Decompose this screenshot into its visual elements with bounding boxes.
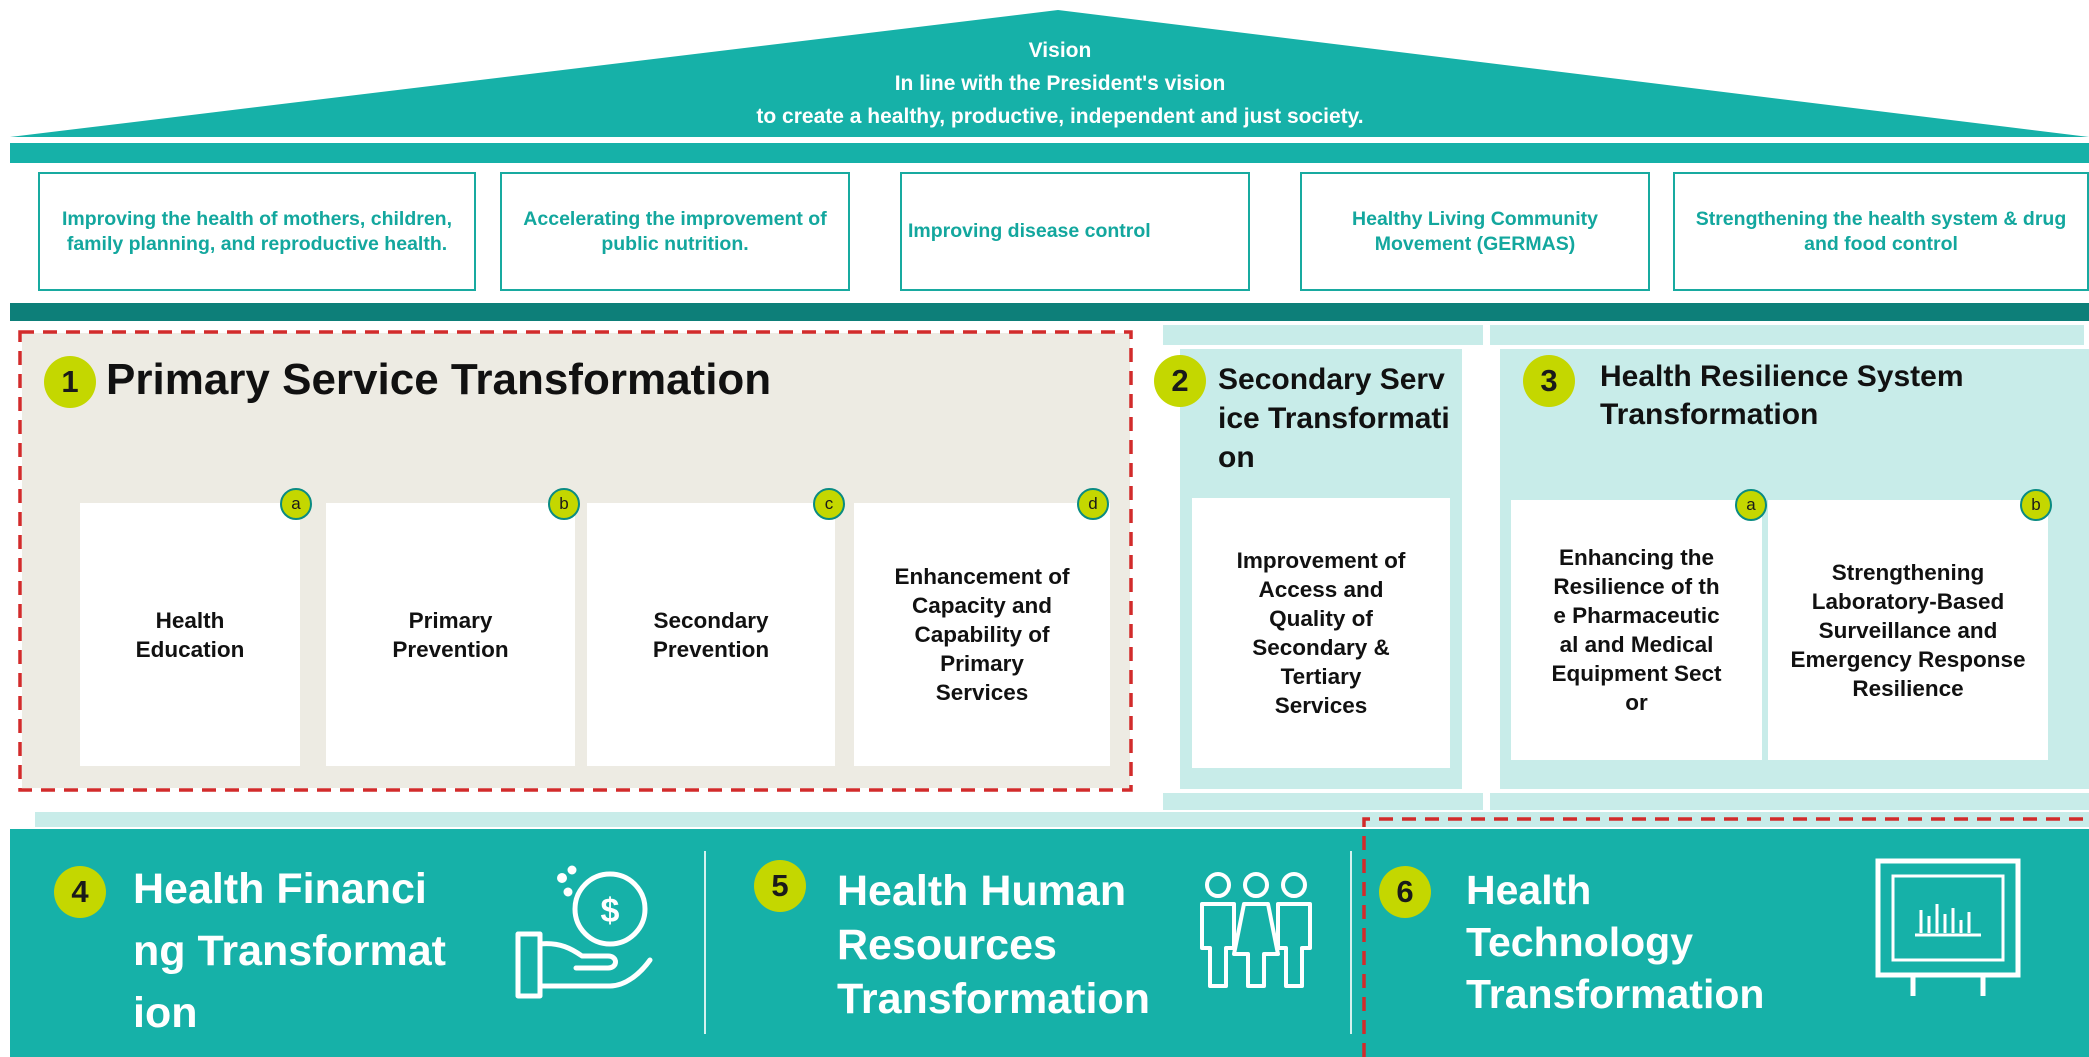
pillar-6-title: Health Technology Transformation xyxy=(1466,867,1765,1017)
people-group-icon xyxy=(1200,872,1312,988)
pillar-3-panel-top xyxy=(1490,325,2084,345)
roof xyxy=(10,10,2089,137)
pillar-3-letter-a: a xyxy=(1735,489,1767,521)
pillar-1-card-a: Health Education xyxy=(80,503,300,766)
goal-germas: Healthy Living Community Movement (GERMA… xyxy=(1300,172,1650,291)
goal-maternal-health: Improving the health of mothers, childre… xyxy=(38,172,476,291)
pillar-2-number: 2 xyxy=(1154,355,1206,407)
pillar-2-title-clip: Secondary Service Transformation xyxy=(1218,360,1453,503)
pillar-5-title: Health Human Resources Transformation xyxy=(837,867,1150,1023)
pillar-1-letter-b: b xyxy=(548,488,580,520)
pillar-1-letter-d: d xyxy=(1077,488,1109,520)
pillar-3-panel-bottom xyxy=(1490,793,2089,810)
pillar-2-panel-bottom xyxy=(1163,793,1483,810)
monitor-chart-icon xyxy=(1875,858,2021,996)
svg-text:$: $ xyxy=(601,892,620,930)
pillar-2-title: Secondary Service Transformation xyxy=(1218,363,1450,474)
pillar-1-dashed-border xyxy=(18,330,1133,792)
pillar-6-dashed-border xyxy=(1362,817,2089,1057)
vision-title: Vision xyxy=(1028,39,1092,62)
base-divider-1 xyxy=(704,851,706,1034)
pillar-5-number: 5 xyxy=(754,860,806,912)
pillar-6-number: 6 xyxy=(1379,866,1431,918)
pillar-1-card-b: Primary Prevention xyxy=(326,503,575,766)
goal-disease-control: Improving disease control xyxy=(900,172,1250,291)
foundation-band xyxy=(10,303,2089,321)
pillar-1-number: 1 xyxy=(44,356,96,408)
pillar-1-title: Primary Service Transformation xyxy=(106,355,772,404)
roof-band xyxy=(10,143,2089,163)
pillar-3-title: Health Resilience System Transformation xyxy=(1600,360,1964,431)
pillar-1-card-d: Enhancement of Capacity and Capability o… xyxy=(854,503,1110,766)
pillar-3-card-b: Strengthening Laboratory-Based Surveilla… xyxy=(1768,500,2048,760)
pillar-2-card: Improvement of Access and Quality of Sec… xyxy=(1192,498,1450,768)
goal-health-system: Strengthening the health system & drug a… xyxy=(1673,172,2089,291)
pillar-1-letter-c: c xyxy=(813,488,845,520)
pillar-3-card-a: Enhancing the Resilience of the Pharmace… xyxy=(1511,500,1762,760)
pillar-1-letter-a: a xyxy=(280,488,312,520)
base-band xyxy=(10,829,2089,1057)
goal-nutrition: Accelerating the improvement of public n… xyxy=(500,172,850,291)
base-divider-2 xyxy=(1350,851,1352,1034)
pillar-4-title: Health Financing Transformation xyxy=(133,865,446,1037)
pillar-3-number: 3 xyxy=(1523,355,1575,407)
pillar-4-number: 4 xyxy=(54,866,106,918)
pillar-1-card-c: Secondary Prevention xyxy=(587,503,835,766)
pillar-2-panel-top xyxy=(1163,325,1483,345)
vision-line-2: to create a healthy, productive, indepen… xyxy=(756,105,1364,128)
vision-line-1: In line with the President's vision xyxy=(894,72,1226,95)
base-top-line xyxy=(35,812,2089,827)
hand-coin-icon: $ xyxy=(515,865,653,999)
pillar-3-letter-b: b xyxy=(2020,489,2052,521)
